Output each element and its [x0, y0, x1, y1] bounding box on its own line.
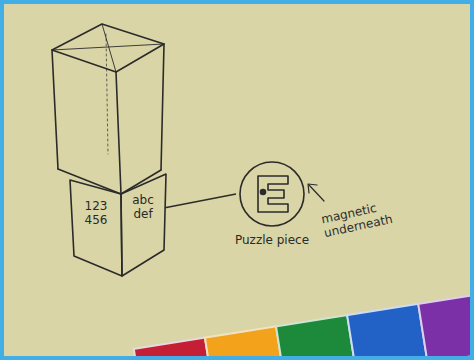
box-diagonal: [102, 24, 116, 72]
red-swatch: [134, 338, 214, 360]
cube-left-face: [70, 180, 122, 276]
note-text: magnetic underneath: [320, 195, 414, 241]
box-edge: [58, 169, 121, 194]
note-arrowhead: [308, 184, 317, 193]
orange-swatch: [205, 326, 285, 360]
note-arrow: [309, 185, 324, 201]
color-strip: [134, 291, 474, 360]
e-shape-piece: [258, 176, 288, 212]
face-text: 123 456: [76, 200, 116, 228]
cube-face: 123 456: [76, 200, 116, 228]
sketch-illustration: [4, 4, 474, 360]
purple-swatch: [418, 291, 474, 360]
box-edge: [161, 44, 164, 170]
puzzle-circle-node: Puzzle piece: [236, 158, 308, 230]
hidden-edge: [106, 34, 108, 154]
cube-face: abc def: [125, 194, 161, 222]
box-edge: [121, 170, 161, 194]
connector-layer: [4, 4, 474, 360]
blue-swatch: [347, 304, 427, 360]
box-edge: [52, 50, 58, 169]
puzzle-circle: [240, 162, 304, 226]
box-edge: [116, 72, 121, 194]
magnet-dot: [261, 190, 266, 195]
connector-line: [165, 194, 236, 208]
face-text: abc def: [125, 194, 161, 222]
green-swatch: [276, 315, 356, 360]
node-caption: Puzzle piece: [222, 234, 322, 248]
cube-right-face: [121, 174, 166, 276]
box-top: [52, 24, 164, 72]
